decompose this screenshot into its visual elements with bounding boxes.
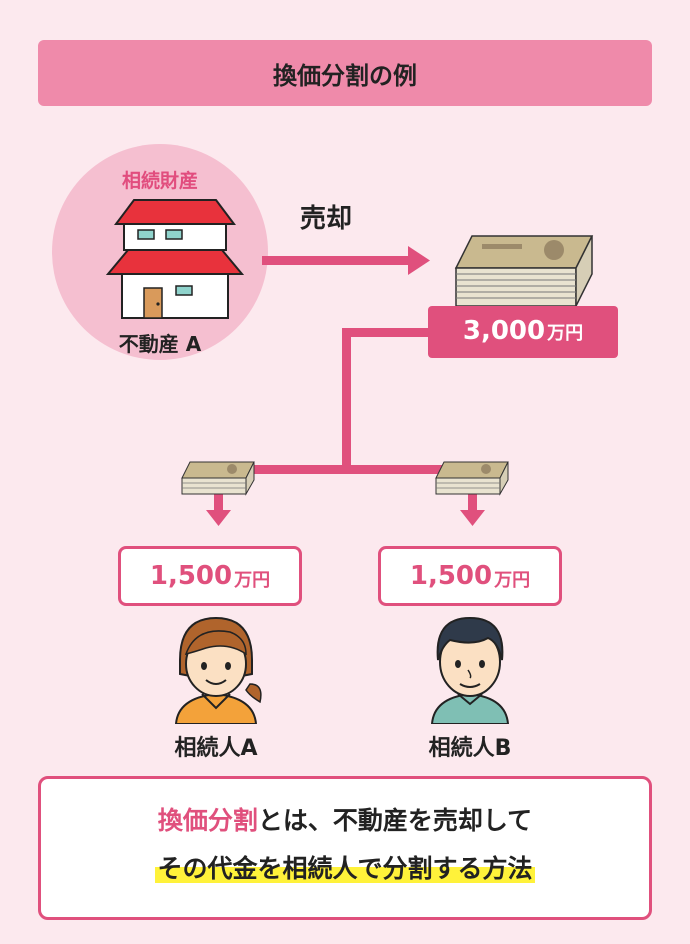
total-amount-badge: 3,000 万円	[428, 306, 618, 358]
inheritance-heading: 相続財産	[121, 170, 198, 192]
money-stack-small-right-icon	[435, 461, 509, 496]
heir-a-label: 相続人A	[174, 736, 258, 761]
house-icon	[105, 199, 244, 319]
money-stack-large-icon	[454, 235, 594, 307]
share-amount-a: 1,500	[149, 561, 233, 591]
share-box-a: 1,500 万円	[118, 546, 302, 606]
share-unit-a: 万円	[234, 570, 271, 591]
share-box-b: 1,500 万円	[378, 546, 562, 606]
explanation-line-2: その代金を相続人で分割する方法	[41, 849, 649, 885]
diagram-title: 換価分割の例	[38, 40, 652, 106]
total-unit: 万円	[547, 323, 584, 344]
total-amount: 3,000	[462, 316, 546, 346]
share-amount-b: 1,500	[409, 561, 493, 591]
sale-label: 売却	[300, 204, 353, 234]
money-stack-small-left-icon	[181, 461, 255, 496]
property-label: 不動産 A	[118, 332, 202, 356]
heir-a-avatar	[174, 616, 262, 724]
explanation-box: 換価分割とは、不動産を売却して その代金を相続人で分割する方法	[38, 776, 652, 920]
explanation-line-2-text: その代金を相続人で分割する方法	[155, 854, 535, 883]
heir-b-avatar	[430, 616, 510, 724]
heir-b-label: 相続人B	[428, 736, 512, 761]
explanation-term: 換価分割	[157, 806, 258, 835]
explanation-line-1-text: とは、不動産を売却して	[257, 806, 533, 835]
explanation-line-1: 換価分割とは、不動産を売却して	[41, 801, 649, 837]
share-unit-b: 万円	[494, 570, 531, 591]
